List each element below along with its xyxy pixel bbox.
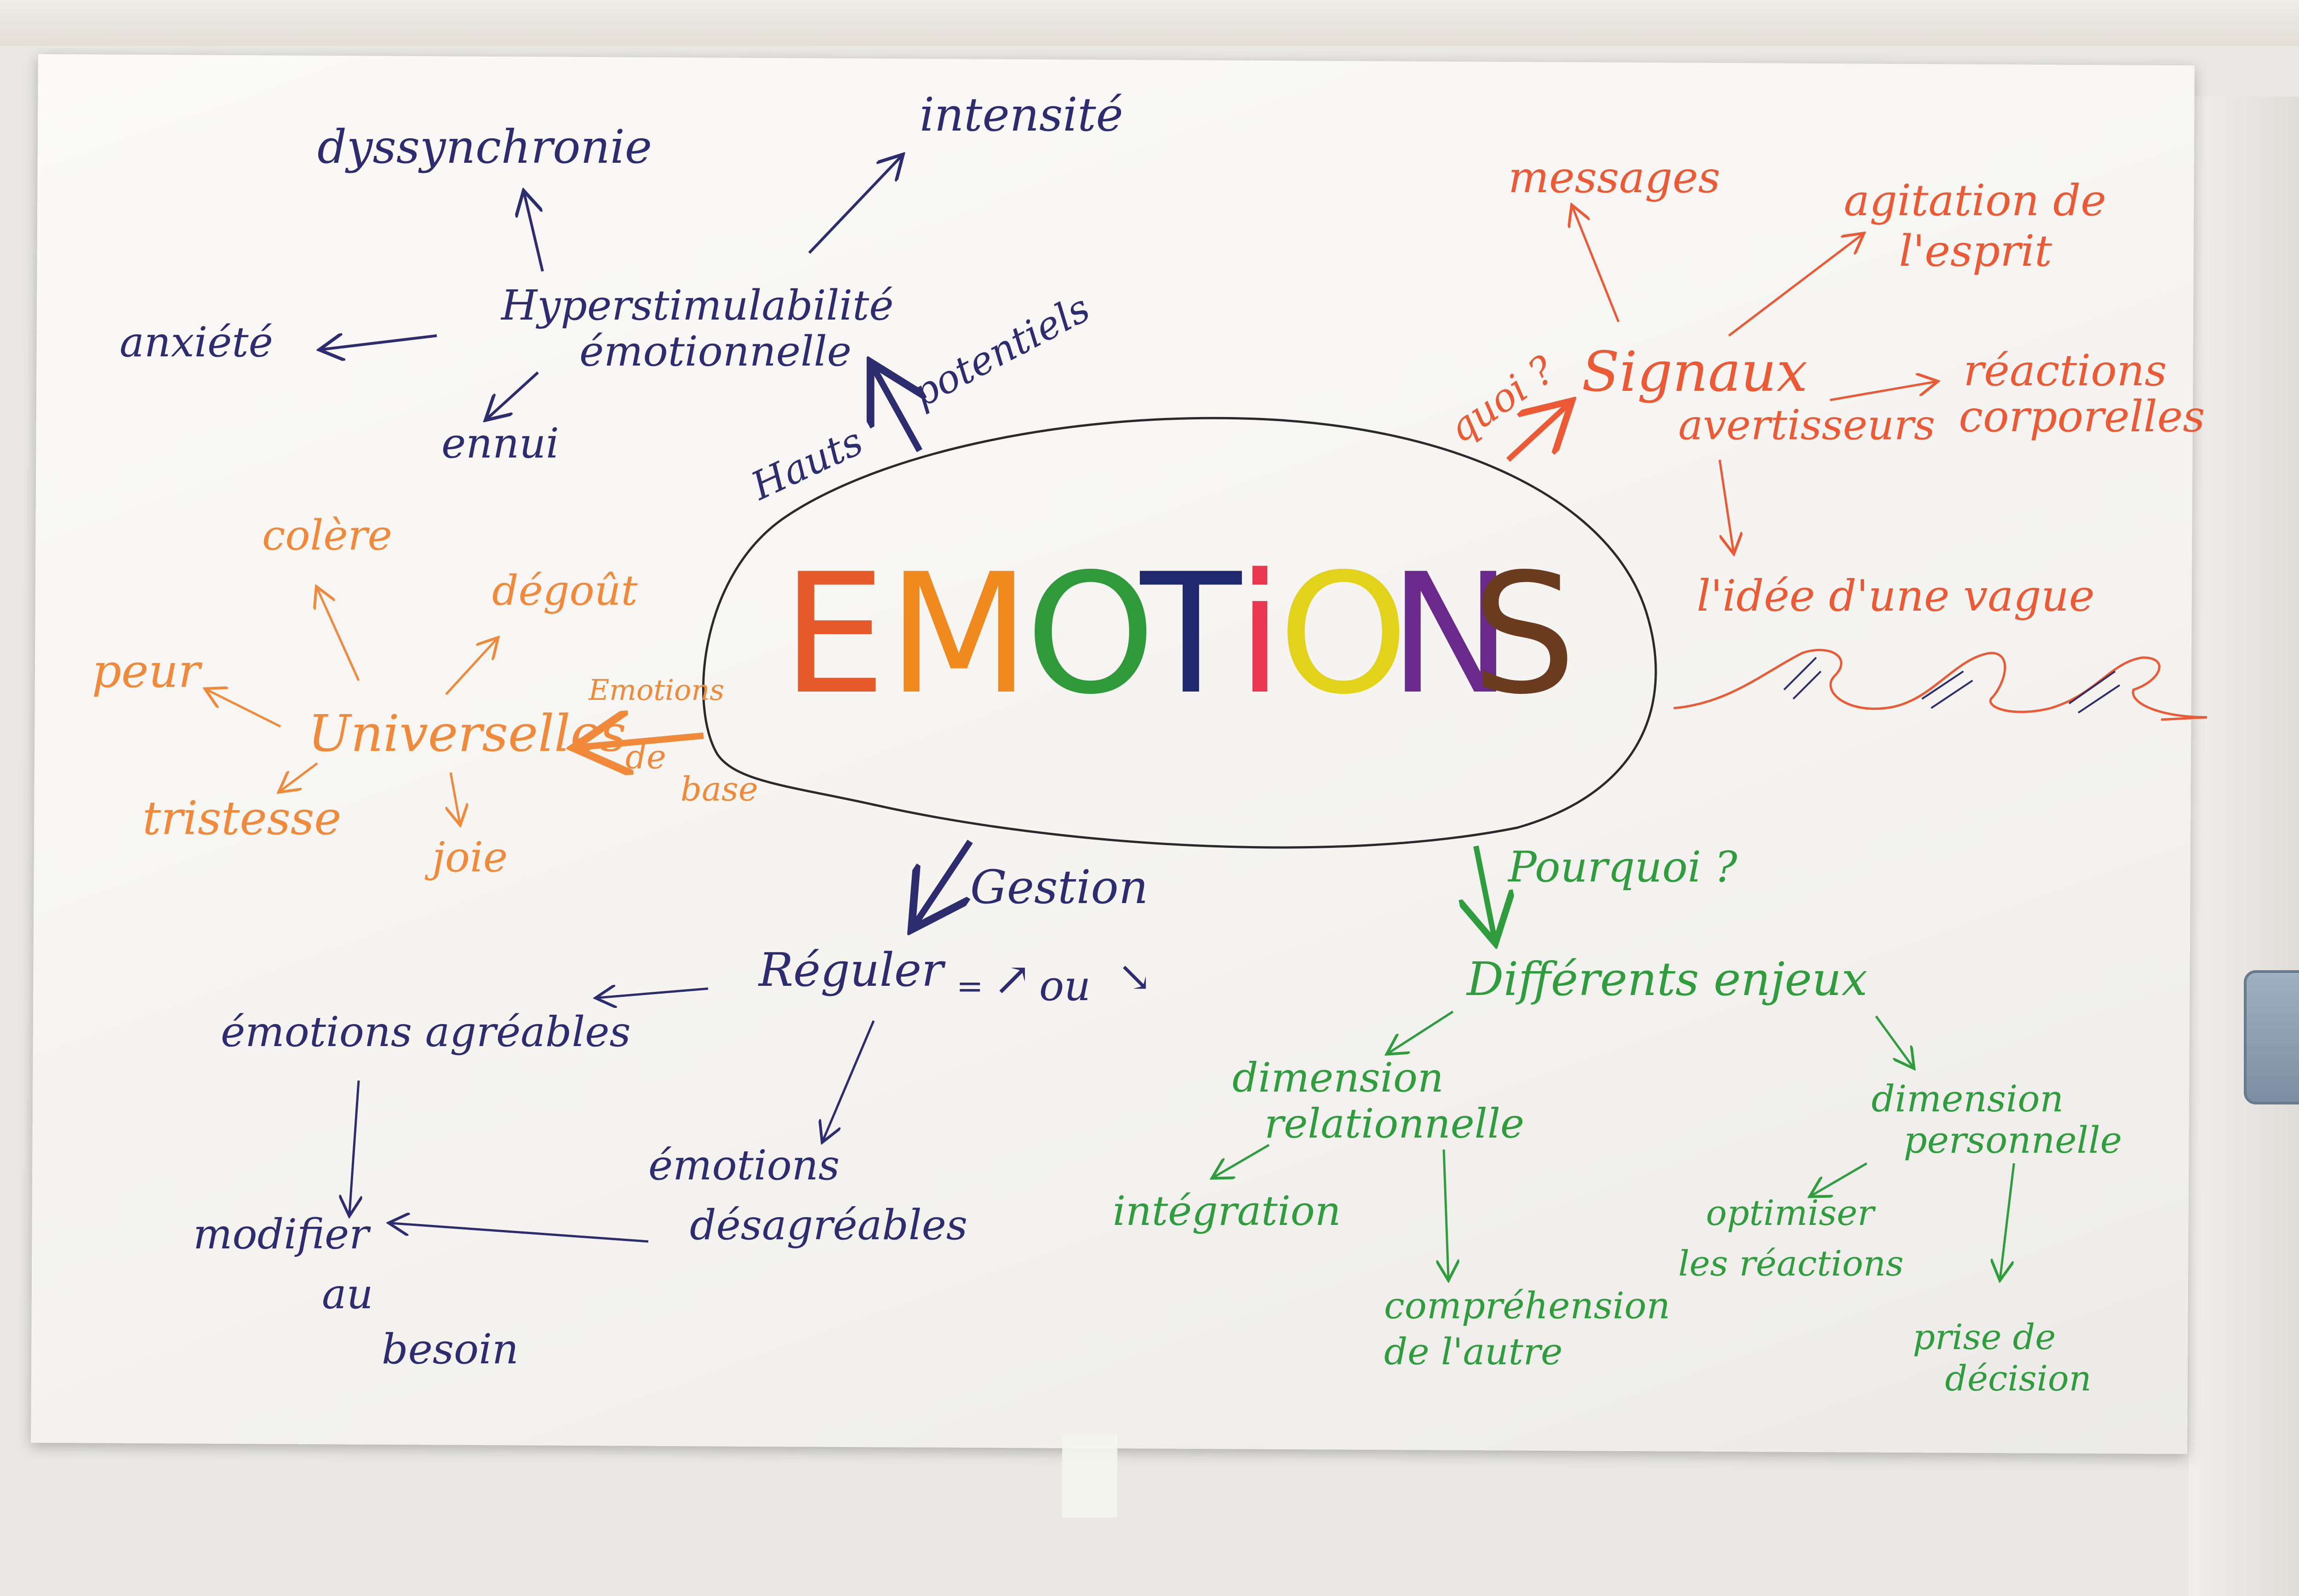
item-relationnelle-2: relationnelle [1264,1100,1525,1147]
signaux: Signaux [1582,340,1808,404]
avertisseurs: avertisseurs [1678,401,1935,449]
label-de: de [625,738,666,776]
item-decision-1: prise de [1913,1316,2056,1357]
item-relationnelle-1: dimension [1232,1054,1444,1101]
up-arrow-icon: ↗ [993,952,1032,1006]
label-gestion: Gestion [970,860,1149,914]
item-personnelle-1: dimension [1871,1077,2064,1120]
item-optimiser-2: les réactions [1678,1243,1904,1284]
item-reactions-2: corporelles [1959,392,2205,442]
item-joie: joie [432,833,508,881]
emotionnelle: émotionnelle [579,327,852,376]
title-letter-t: T [1140,538,1241,731]
item-agitation-2: l'esprit [1899,226,2052,276]
item-degout: dégoût [492,566,638,615]
title-letter-n: N [1389,538,1513,731]
title-letter-e: E [782,538,886,731]
item-vague: l'idée d'une vague [1697,571,2095,621]
item-desagreables-2: désagréables [690,1201,968,1249]
ou: ou [1039,962,1091,1010]
label-emotions: Emotions [589,673,725,707]
tape-strip [1062,1435,1117,1517]
item-decision-2: décision [1945,1358,2092,1399]
differents-enjeux: Différents enjeux [1467,952,1868,1006]
item-ennui: ennui [441,419,559,468]
item-intensite: intensité [920,88,1123,142]
reguler: Réguler [759,943,944,997]
central-bubble [702,417,1657,849]
title-letter-o2: O [1278,538,1409,731]
label-base: base [681,770,758,808]
item-integration: intégration [1113,1187,1341,1235]
item-reactions-1: réactions [1963,346,2167,396]
item-dyssynchronie: dyssynchronie [317,120,652,174]
item-modifier-2: au [322,1270,373,1318]
down-arrow-icon: ↘ [1117,953,1152,1001]
title-letter-s: S [1471,538,1577,731]
board-clip [2244,970,2299,1104]
title-letter-o: O [1025,538,1156,731]
item-peur: peur [92,644,200,698]
item-personnelle-2: personnelle [1904,1119,2122,1161]
title-letter-i: i [1237,538,1283,731]
label-pourquoi: Pourquoi ? [1508,842,1738,892]
item-agreables: émotions agréables [221,1008,631,1056]
item-desagreables-1: émotions [648,1141,840,1190]
item-comprehension-1: compréhension [1384,1284,1670,1327]
item-tristesse: tristesse [143,791,342,845]
item-anxiete: anxiété [120,318,273,366]
title-letter-m: M [887,538,1030,731]
whiteboard-edge [2189,97,2299,1596]
universelles: Universelles [308,704,627,763]
item-modifier-3: besoin [382,1325,519,1373]
wave-drawing [1673,649,2207,721]
item-modifier-1: modifier [193,1210,369,1258]
item-optimiser-1: optimiser [1706,1192,1874,1233]
hyperstimulabilite: Hyperstimulabilité [501,281,894,330]
item-comprehension-2: de l'autre [1384,1330,1563,1373]
equals-sign: = [956,967,984,1005]
item-agitation-1: agitation de [1844,176,2106,226]
item-colere: colère [262,511,392,560]
item-messages: messages [1508,153,1721,203]
